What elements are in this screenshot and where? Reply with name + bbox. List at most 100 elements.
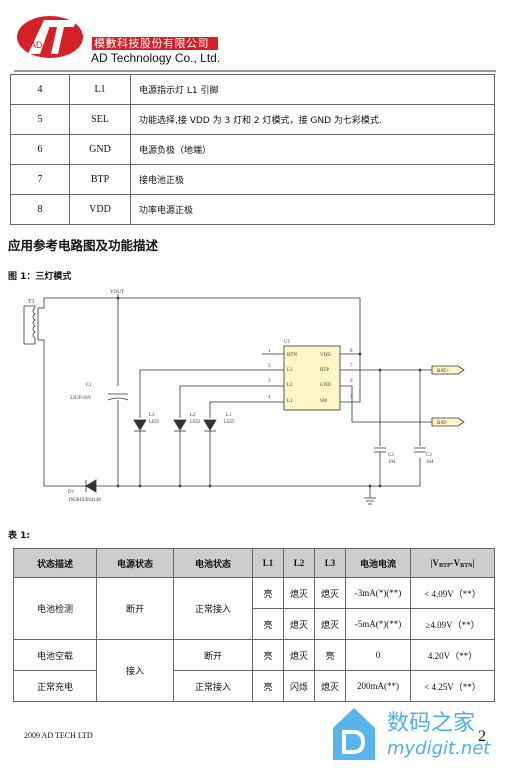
table-caption: 表 1: [8,531,30,541]
cell-current: 200mA(**) [345,670,411,702]
pin-table: 4 L1 电源指示灯 L1 引脚 5 SEL 功能选择,接 VDD 为 3 灯和… [10,74,495,225]
cell-current: -3mA(*)(**) [345,577,411,609]
table-row: 6 GND 电源负极（地端） [10,134,495,165]
capacitor-c3: C3 104 [374,447,396,486]
state-table: 状态描述 电源状态 电池状态 L1 L2 L3 电池电流 |VBTP-VBTN|… [13,548,495,702]
cell-l2: 熄灭 [283,608,315,640]
cell-l3: 熄灭 [314,670,346,702]
capacitor-c1: C1 22UF/16V [70,383,129,486]
pin-description: 接电池正极 [130,164,495,195]
pin-description: 功率电源正极 [130,194,495,225]
pin-name: SEL [69,104,131,135]
cell-l3: 熄灭 [314,577,346,609]
cell-l1: 亮 [252,577,284,609]
col-header-l3: L3 [314,548,346,578]
col-header-l2: L2 [283,548,315,578]
chip-pin-btp: BTP [320,368,329,373]
label-c2: C2 [426,453,432,458]
chip-pin-l3: L3 [287,368,293,373]
label-c3: C3 [388,453,394,458]
pin-number: 7 [10,164,70,195]
pin-name: GND [69,134,131,165]
col-header-current: 电池电流 [345,548,411,578]
table-header-row: 状态描述 电源状态 电池状态 L1 L2 L3 电池电流 |VBTP-VBTN| [13,548,495,578]
pin-description: 功能选择,接 VDD 为 3 灯和 2 灯模式，接 GND 为七彩模式. [130,104,495,135]
watermark-cn: 数码之家 [387,711,475,736]
voltage-v: V [453,557,461,568]
label-led: LED [149,420,159,425]
pin-number-4: 4 [268,395,271,400]
footer-text: 2009 AD TECH LTD [24,731,93,740]
header-divider [14,70,496,72]
col-header-voltage: |VBTP-VBTN| [410,548,495,578]
cell-power-on: 接入 [96,639,174,702]
ic-chip-u1: U1 BTN L3 L2 L1 VDD BTP GND SW 1 2 3 4 8… [268,340,353,411]
col-header-state: 状态描述 [13,548,97,578]
cell-state-empty: 电池空载 [13,639,97,671]
table-row: 4 L1 电源指示灯 L1 引脚 [10,74,495,105]
table-row: 电池空载 接入 断开 亮 熄灭 亮 0 4.20V（**） [13,639,495,702]
col-header-battery: 电池状态 [173,548,253,578]
capacitor-c2: C2 104 [414,447,434,465]
label-vout: VOUT [110,290,124,295]
cell-current: -5mA(*)(**) [345,608,411,640]
chip-pin-btn: BTN [287,353,297,358]
pin-number: 6 [10,134,70,165]
company-name-en: AD Technology Co., Ltd. [91,51,221,65]
cell-voltage: ≥4.09V（**） [410,608,495,640]
label-c1: C1 [86,383,92,388]
cell-voltage: < 4.09V（**） [410,577,495,609]
chip-pin-gnd: GND [320,383,331,388]
logo-letters: AD [30,40,43,50]
company-name-cn: 模數科技股份有限公司 [92,37,218,50]
section-title: 应用参考电路图及功能描述 [8,238,159,253]
pin-description: 电源负极（地端） [130,134,495,165]
table-row: 5 SEL 功能选择,接 VDD 为 3 灯和 2 灯模式，接 GND 为七彩模… [10,104,495,135]
voltage-sub-btn: BTN [460,562,473,569]
cell-l2: 熄灭 [283,577,315,609]
label-c3-value: 104 [388,460,396,465]
label-c1-value: 22UF/16V [70,396,92,401]
chip-pin-sw: SW [320,399,328,404]
chip-pin-l2: L2 [287,383,293,388]
page-number: 2 [478,728,486,745]
pin-number-7: 7 [350,364,353,369]
transformer-t1: T1 [23,299,39,345]
cell-l3: 亮 [314,639,346,671]
cell-state-charging: 正常充电 [13,670,97,702]
table-row: 亮 熄灭 熄灭 -5mA(*)(**) ≥4.09V（**） [14,608,495,640]
label-u1: U1 [284,340,291,345]
chip-pin-vdd: VDD [320,353,331,358]
label-bat-neg: BAT- [437,421,448,426]
bat-positive-terminal: BAT+ [431,365,465,375]
figure-caption: 图 1：三灯模式 [8,272,72,282]
pin-number-8: 8 [350,349,353,354]
cell-current: 0 [345,639,411,671]
cell-state-detect: 电池检测 [13,577,97,640]
cell-power-off: 断开 [96,577,174,640]
cell-l2: 闪烁 [283,670,315,702]
pin-number: 4 [10,74,70,105]
label-d1: D1 [68,490,75,495]
pin-number-1: 1 [268,349,271,354]
col-header-power: 电源状态 [96,548,174,578]
bat-negative-terminal: BAT- [431,417,465,427]
table-row: 7 BTP 接电池正极 [10,164,495,195]
cell-voltage: < 4.25V（**） [410,670,495,702]
col-header-l1: L1 [252,548,284,578]
voltage-v: V [432,557,439,568]
diode-d1: D1 1N5819/IN4148 [68,479,118,503]
pin-name: VDD [69,194,131,225]
label-t1: T1 [28,299,35,305]
chip-pin-l1: L1 [287,399,293,404]
table-row: 电池检测 断开 正常接入 亮 熄灭 熄灭 -3mA(*)(**) < 4.09V… [13,577,495,640]
cell-battery-disconnected: 断开 [173,639,253,671]
table-row: 正常充电 正常接入 亮 闪烁 熄灭 200mA(**) < 4.25V（**） [13,670,495,702]
label-led: LED [224,420,234,425]
watermark-house-icon [333,708,375,760]
watermark: 数码之家 mydigit.net [333,708,491,760]
label-bat-pos: BAT+ [437,369,449,374]
cell-battery-normal: 正常接入 [173,577,253,640]
voltage-sub-btp: BTP [438,562,451,569]
company-logo: AD [17,16,83,58]
